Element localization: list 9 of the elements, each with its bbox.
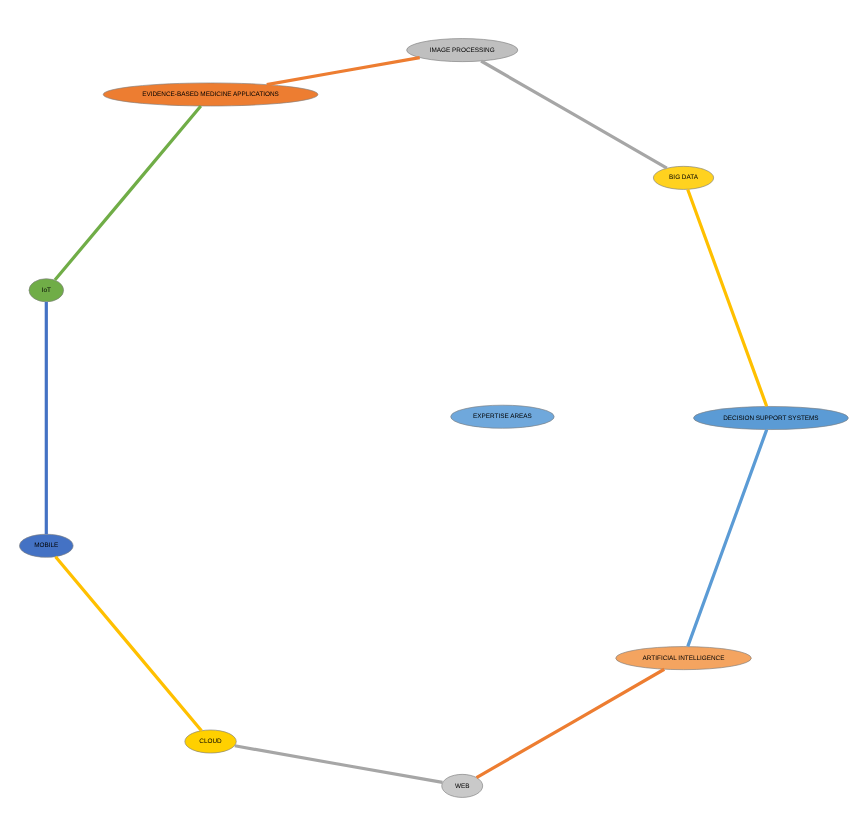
connector [686,429,769,647]
connector [44,301,48,535]
connector [53,105,203,281]
connector [475,667,666,780]
connector [686,188,769,407]
connector [54,555,203,732]
connector [234,744,443,784]
connector [480,59,668,170]
connector [266,56,420,87]
